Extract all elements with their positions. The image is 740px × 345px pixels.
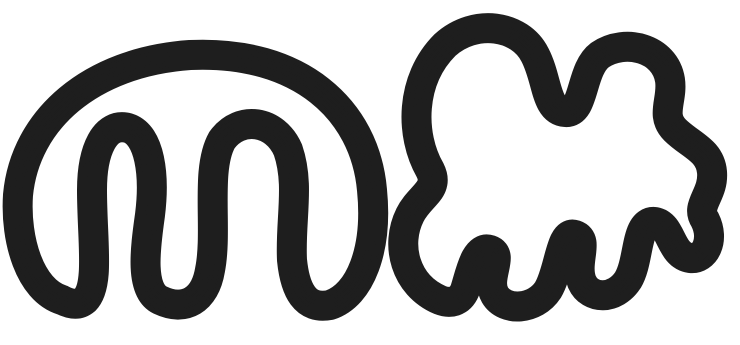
right-meander-outer-line [403, 28, 712, 306]
left-meander-outer-line [18, 55, 374, 306]
left-meander-figure [18, 55, 374, 306]
right-meander-figure [403, 28, 712, 306]
